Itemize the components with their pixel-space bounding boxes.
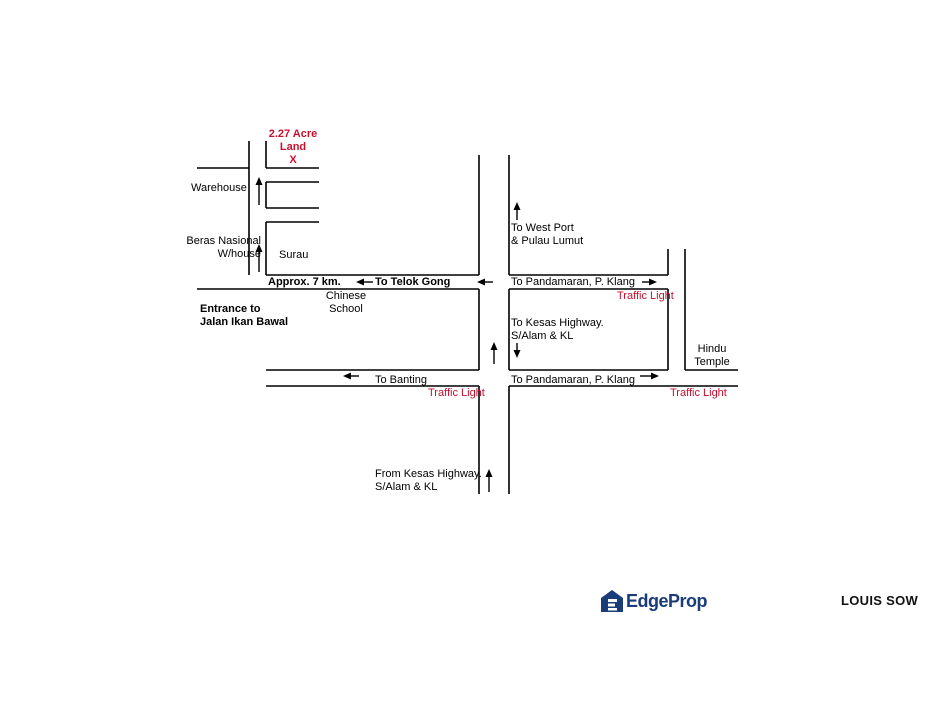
- arrow-up-icon: [513, 202, 521, 220]
- hindu-temple-label: Hindu Temple: [694, 343, 730, 368]
- arrow-up-icon: [485, 469, 493, 492]
- traffic-light-left-label: Traffic Light: [428, 387, 485, 399]
- edgeprop-logo: EdgeProp: [600, 587, 708, 615]
- surau-label: Surau: [279, 249, 309, 261]
- agent-name: LOUIS SOW: [841, 593, 919, 608]
- entrance-label: Entrance to Jalan Ikan Bawal: [200, 303, 289, 328]
- traffic-light-right-label: Traffic Light: [670, 387, 727, 399]
- west-port-label: To West Port & Pulau Lumut: [511, 222, 584, 247]
- kesas-highway-label: To Kesas Highway. S/Alam & KL: [511, 317, 604, 342]
- to-banting-label: To Banting: [375, 374, 427, 386]
- arrow-left-icon: [356, 278, 373, 286]
- beras-nasional-label: Beras Nasional W/house: [186, 235, 261, 260]
- arrow-left-icon: [477, 278, 493, 286]
- chinese-school-label: Chinese School: [325, 290, 367, 315]
- land-marker: X: [289, 154, 297, 166]
- arrow-left-icon: [343, 372, 359, 380]
- approx-distance-label: Approx. 7 km.: [268, 276, 341, 288]
- house-logo-icon: [601, 590, 623, 612]
- warehouse-label: Warehouse: [191, 182, 247, 194]
- traffic-light-top-label: Traffic Light: [617, 290, 674, 302]
- arrow-up-icon: [255, 177, 263, 205]
- arrow-right-icon: [640, 372, 659, 380]
- arrow-right-icon: [642, 278, 657, 286]
- arrow-up-icon: [490, 342, 498, 364]
- brand-name: EdgeProp: [626, 590, 708, 611]
- to-telok-gong-label: To Telok Gong: [375, 276, 451, 288]
- land-label: 2.27 Acre Land X: [258, 128, 328, 167]
- to-pandamaran-top-label: To Pandamaran, P. Klang: [511, 276, 635, 288]
- arrow-down-icon: [513, 343, 521, 358]
- arrow-up-icon: [255, 244, 263, 272]
- to-pandamaran-bottom-label: To Pandamaran, P. Klang: [511, 374, 635, 386]
- from-kesas-label: From Kesas Highway. S/Alam & KL: [375, 468, 482, 493]
